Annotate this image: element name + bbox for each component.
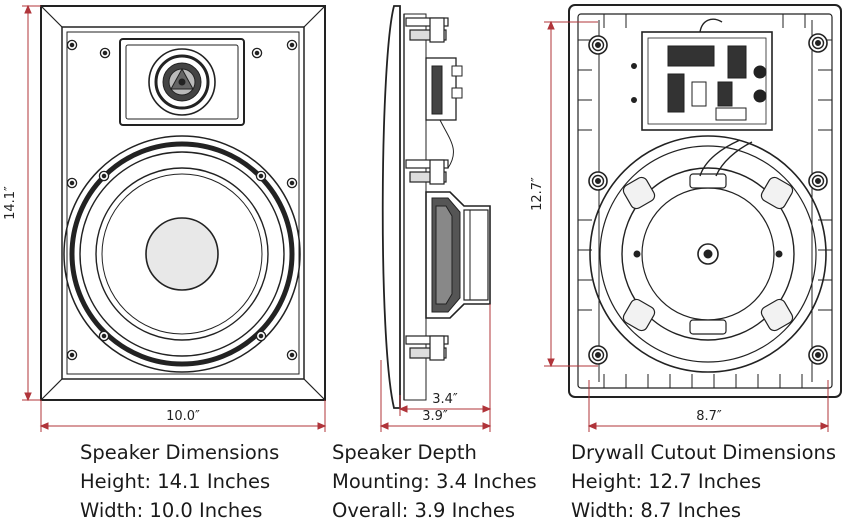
side-mounting-label: 3.4″ (432, 392, 458, 407)
bottom-clamp (405, 335, 449, 361)
front-grille-area (66, 31, 300, 375)
mid-clamp (405, 159, 449, 185)
crossover-block (425, 57, 463, 169)
tweeter (119, 38, 245, 126)
top-clamp (405, 17, 449, 43)
dimension-lines (22, 4, 830, 432)
caption-line: Height: 12.7 Inches (571, 470, 762, 493)
caption-line: Overall: 3.9 Inches (332, 499, 516, 522)
woofer-basket (425, 191, 491, 319)
back-height-label: 12.7″ (530, 177, 545, 211)
caption-line: Height: 14.1 Inches (80, 470, 271, 493)
caption-title: Drywall Cutout Dimensions (571, 441, 837, 464)
woofer (63, 135, 301, 373)
woofer-back (589, 135, 827, 373)
drywall-cutout-caption: Drywall Cutout Dimensions Height: 12.7 I… (571, 438, 836, 525)
side-flange (381, 5, 401, 409)
side-overall-label: 3.9″ (422, 409, 448, 424)
speaker-depth-caption: Speaker Depth Mounting: 3.4 Inches Overa… (332, 438, 537, 525)
front-width-label: 10.0″ (166, 409, 200, 424)
side-view (381, 5, 491, 409)
crossover-board (631, 18, 773, 131)
speaker-dimensions-caption: Speaker Dimensions Height: 14.1 Inches W… (80, 438, 279, 525)
back-width-label: 8.7″ (696, 409, 722, 424)
caption-line: Mounting: 3.4 Inches (332, 470, 537, 493)
back-view (568, 4, 842, 398)
caption-title: Speaker Depth (332, 441, 477, 464)
caption-title: Speaker Dimensions (80, 441, 280, 464)
front-frame-outer (40, 5, 326, 401)
frame-ribs (578, 14, 832, 388)
back-frame-outer (568, 4, 842, 398)
caption-line: Width: 8.7 Inches (571, 499, 741, 522)
front-height-label: 14.1″ (3, 186, 18, 220)
caption-line: Width: 10.0 Inches (80, 499, 263, 522)
front-view (40, 5, 326, 401)
